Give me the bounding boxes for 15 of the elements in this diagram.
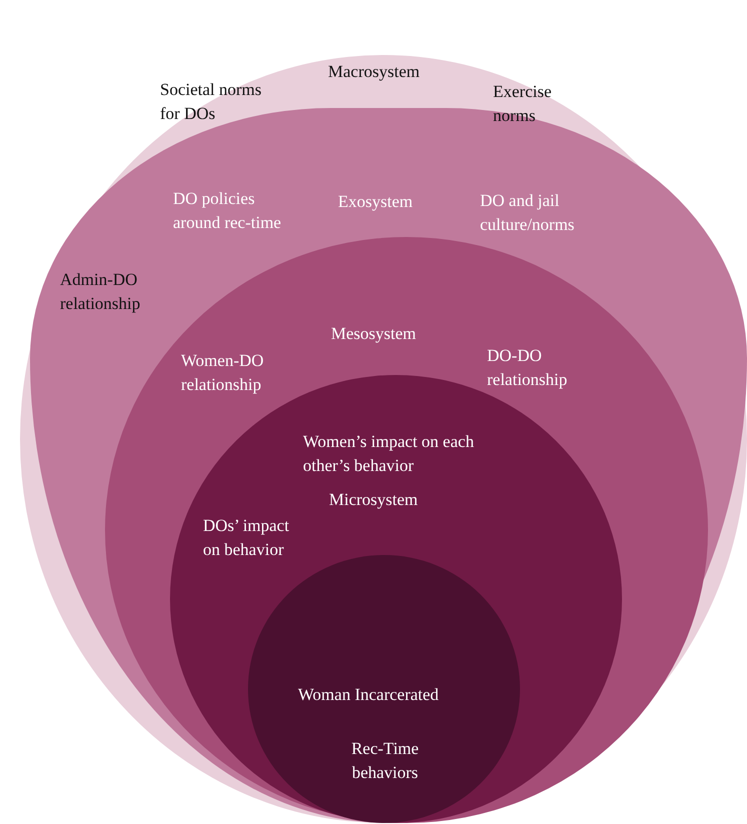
factor-label: Rec-Time behaviors (350, 738, 420, 784)
level-title: Exosystem (338, 191, 413, 213)
factor-label: Woman Incarcerated (298, 684, 439, 706)
factor-label: Admin-DO relationship (60, 269, 142, 315)
level-title: Mesosystem (331, 323, 416, 345)
factor-label: Women-DO relationship (181, 350, 265, 396)
factor-label: Societal norms for DOs (160, 79, 263, 125)
factor-label: Exercise norms (493, 81, 553, 127)
factor-label: DO policies around rec-time (173, 188, 282, 234)
level-title: Macrosystem (328, 61, 420, 83)
factor-label: DOs’ impact on behavior (203, 515, 290, 561)
factor-label: DO-DO relationship (487, 345, 568, 391)
factor-label: DO and jail culture/norms (480, 190, 576, 236)
factor-label: Women’s impact on each other’s behavior (303, 431, 475, 477)
level-title: Microsystem (329, 489, 418, 511)
